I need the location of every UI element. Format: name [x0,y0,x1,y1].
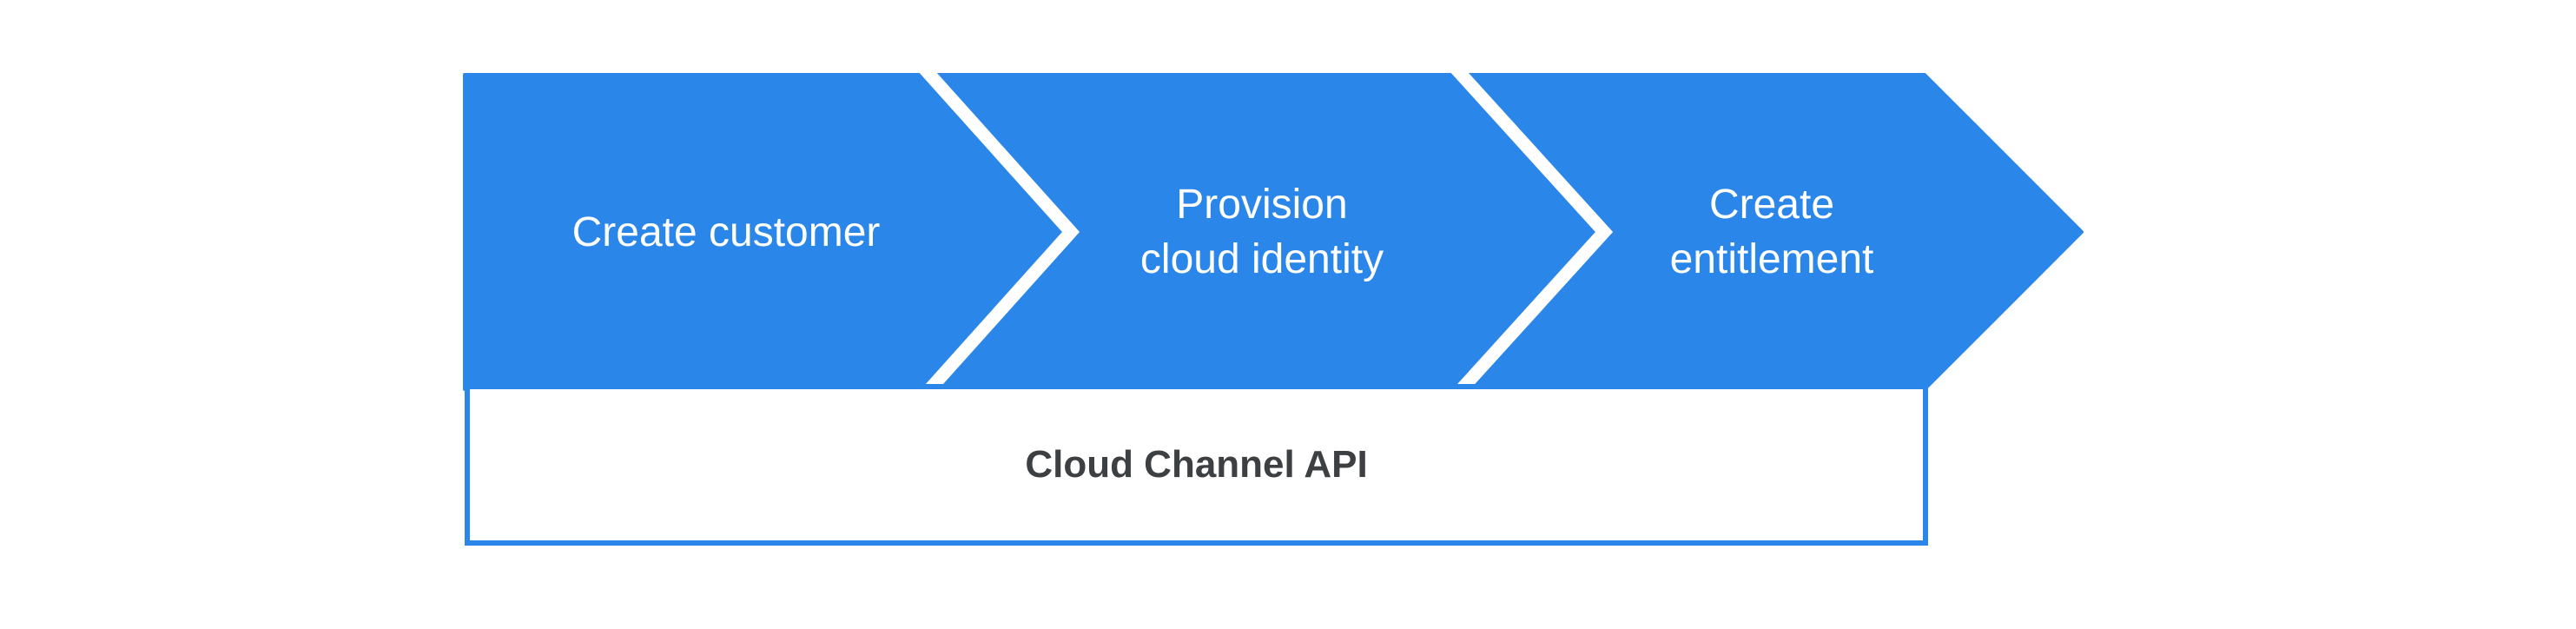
chevron-separator-1 [914,57,1080,407]
api-box [465,384,1928,546]
chevron-separator-2 [1445,57,1614,407]
chevron-band-arrow [463,73,2084,391]
